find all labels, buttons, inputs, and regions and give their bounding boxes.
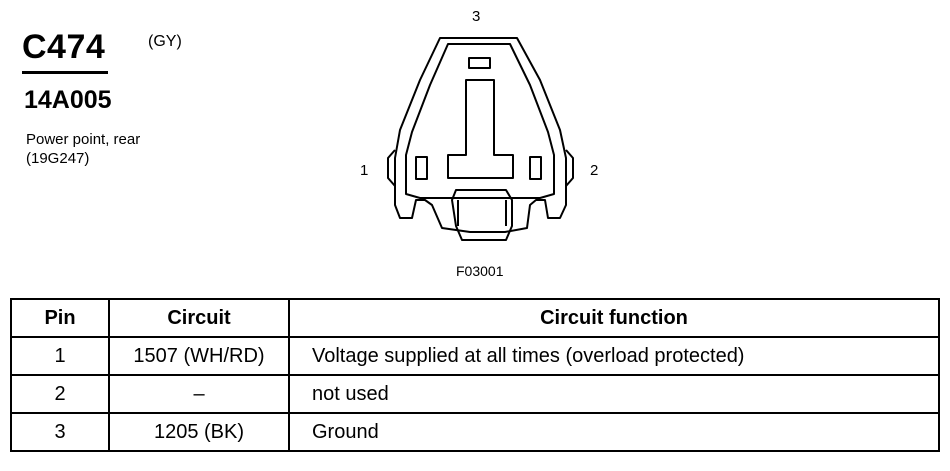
pin-2-terminal	[529, 156, 542, 180]
cell-function: Ground	[288, 412, 940, 452]
connector-face-diagram: 3 1 2	[360, 8, 598, 241]
keyway-slot	[447, 79, 514, 179]
left-ear	[387, 149, 396, 187]
connector-inner-outline	[405, 43, 555, 199]
cell-function: not used	[288, 374, 940, 414]
connector-id: C474	[22, 28, 106, 66]
cell-circuit: 1507 (WH/RD)	[108, 336, 290, 376]
pin-label-3: 3	[472, 8, 480, 25]
cell-pin: 2	[10, 374, 110, 414]
header-circuit: Circuit	[108, 298, 290, 338]
table-row: 1 1507 (WH/RD) Voltage supplied at all t…	[10, 336, 940, 376]
table-header-row: Pin Circuit Circuit function	[10, 298, 940, 338]
cell-circuit: 1205 (BK)	[108, 412, 290, 452]
pin-3-terminal	[468, 57, 491, 69]
header-pin: Pin	[10, 298, 110, 338]
cell-pin: 1	[10, 336, 110, 376]
pin-table: Pin Circuit Circuit function 1 1507 (WH/…	[10, 298, 940, 452]
part-number: 14A005	[24, 86, 112, 114]
figure-id: F03001	[456, 263, 504, 279]
latch	[451, 189, 513, 241]
cell-circuit: –	[108, 374, 290, 414]
pin-label-2: 2	[590, 162, 598, 179]
header-circuit-function: Circuit function	[288, 298, 940, 338]
connector-color-code: (GY)	[148, 33, 182, 50]
connector-housing-outline	[394, 37, 567, 233]
description-line-1: Power point, rear	[26, 131, 141, 148]
connector-description: Power point, rear (19G247)	[26, 130, 140, 168]
cell-pin: 3	[10, 412, 110, 452]
table-row: 2 – not used	[10, 374, 940, 414]
connector-id-underline	[22, 71, 108, 74]
description-line-2: (19G247)	[26, 150, 90, 167]
pin-label-1: 1	[360, 162, 368, 179]
cell-function: Voltage supplied at all times (overload …	[288, 336, 940, 376]
table-row: 3 1205 (BK) Ground	[10, 412, 940, 452]
pin-1-terminal	[415, 156, 428, 180]
right-ear	[565, 149, 574, 187]
